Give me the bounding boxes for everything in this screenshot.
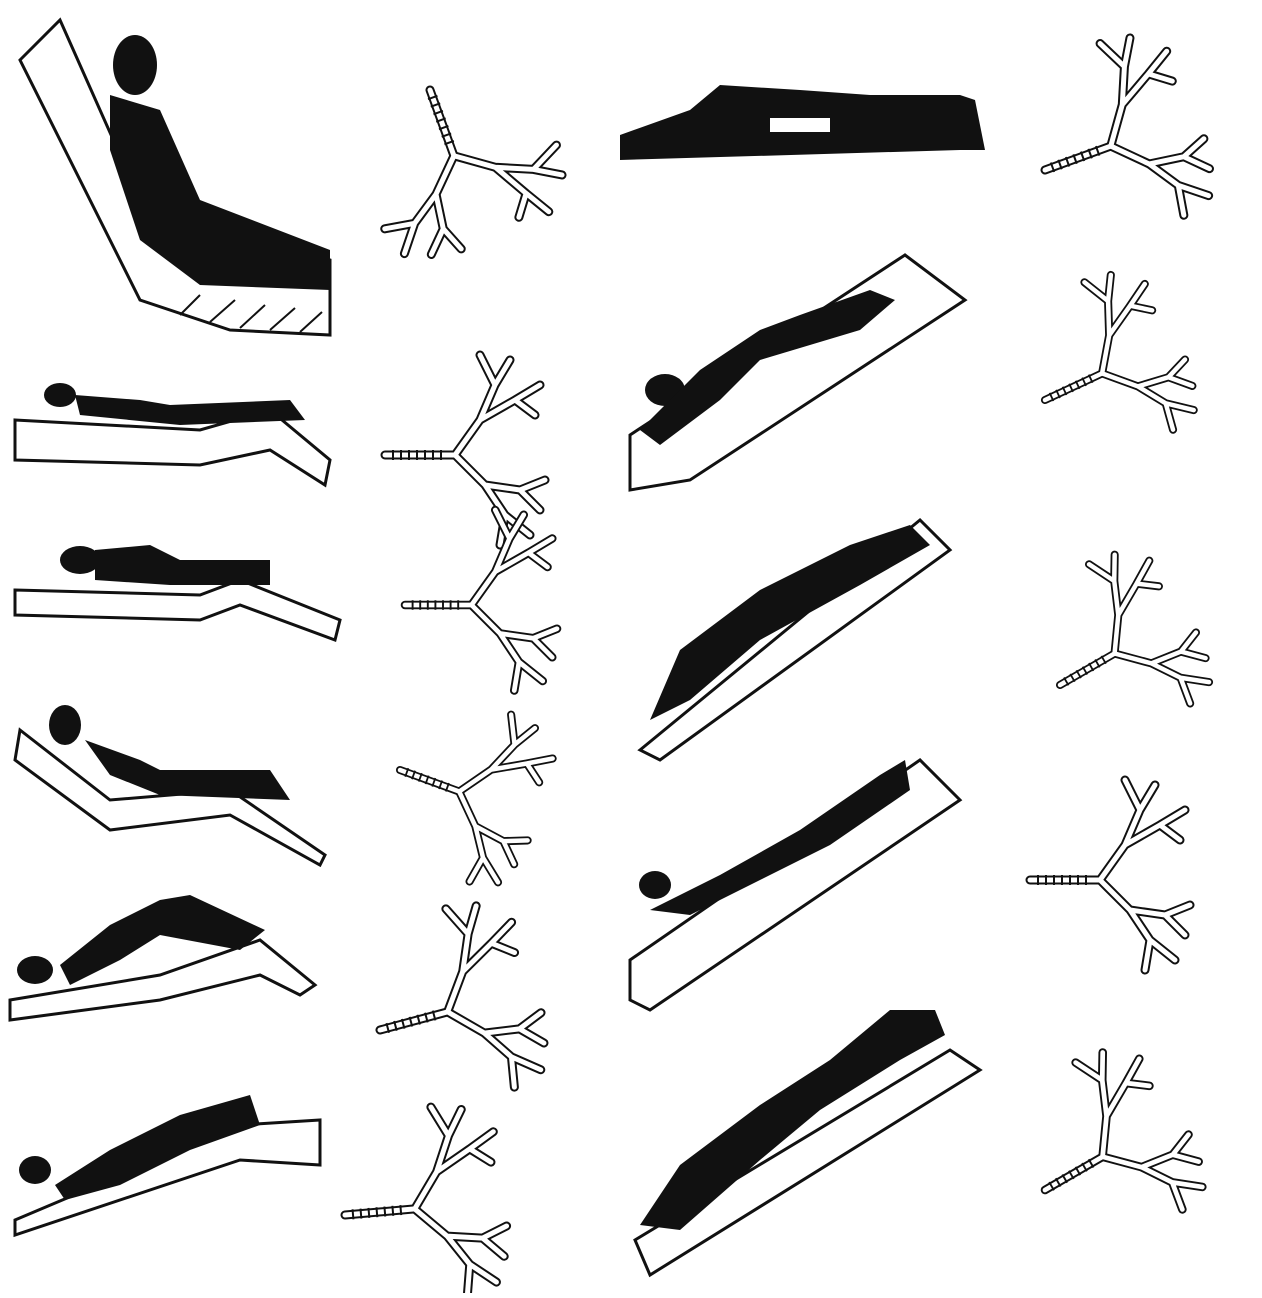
bronchial-tree-icon-10 [1030,780,1190,970]
position-4-illustration [15,705,325,865]
bronchial-tree-icon-7 [1011,21,1226,254]
bronchial-tree-icon-3 [405,510,557,691]
position-10-illustration [630,760,960,1010]
bronchial-tree-icon-8 [1007,258,1210,474]
position-2-illustration [15,383,330,485]
position-11-illustration [635,1010,980,1275]
position-3-illustration [15,545,340,640]
position-9-illustration [640,520,950,760]
bronchial-tree-icon-5 [354,892,558,1117]
bronchial-tree-icon-11 [998,1032,1220,1264]
position-6-illustration [15,1095,320,1235]
position-1-illustration [20,20,330,335]
bronchial-tree-icon-4 [372,685,566,895]
position-7-illustration [620,85,985,160]
position-5-illustration [10,895,315,1020]
bronchial-tree-icon-6 [336,1101,512,1293]
bronchial-tree-icon-9 [1015,535,1225,755]
bronchial-tree-icon-1 [345,56,578,271]
position-8-illustration [630,255,965,490]
